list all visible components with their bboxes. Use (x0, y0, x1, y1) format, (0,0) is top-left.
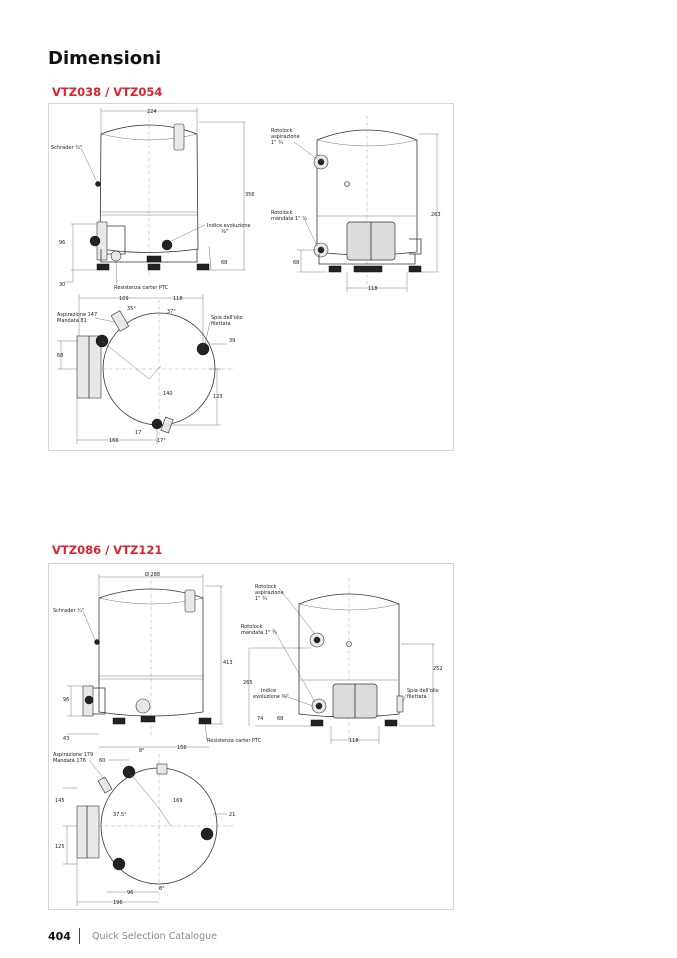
label-indice-evoluzione: Indice evoluzione (207, 223, 251, 229)
side-view-dimensions: Rotolock aspirazione 1" ¾ Rotolock manda… (271, 128, 441, 292)
label-mandata: Mandata 176 (53, 758, 86, 764)
dim-169: 169 (173, 798, 183, 804)
label-spia-olio-1: Spia dell'olio (211, 315, 243, 321)
label-indice-2: evoluzione ⅜" (253, 694, 289, 700)
dim-118-top: 118 (173, 296, 183, 302)
drawing-panel-vtz038-054: 224 356 96 68 30 Schrader ¼" Indice evol… (48, 103, 454, 451)
dim-8-deg-bottom: 8° (159, 886, 165, 892)
dim-96: 96 (63, 697, 69, 703)
label-spia-olio-2: filettata (407, 694, 427, 700)
dim-17: 17 (135, 430, 141, 436)
dim-96-top: 96 (127, 890, 133, 896)
dim-125: 125 (55, 844, 65, 850)
side-view-dimensions: Rotolock aspirazione 1" ¾ Rotolock manda… (241, 584, 443, 744)
label-rotolock-mandata-1: Rotolock (271, 210, 293, 216)
label-rotolock-aspirazione-2: aspirazione (255, 590, 284, 596)
side-view-compressor (298, 578, 404, 744)
label-aspirazione: Aspirazione 147 (57, 312, 97, 318)
top-view-dimensions: 109 118 35° 37° Aspirazione 147 Mandata … (57, 294, 243, 444)
label-rotolock-aspirazione-3: 1" ¾ (255, 596, 267, 602)
dim-35-deg: 35° (127, 306, 136, 312)
front-view-dimensions: 224 356 96 68 30 Schrader ¼" Indice evol… (51, 108, 255, 291)
side-view-compressor (313, 116, 422, 284)
label-rotolock-mandata-1: Rotolock (241, 624, 263, 630)
dim-224: 224 (147, 109, 157, 115)
section-title-vtz038-054: VTZ038 / VTZ054 (52, 85, 163, 99)
dim-413: 413 (223, 660, 233, 666)
section-title-vtz086-121: VTZ086 / VTZ121 (52, 543, 163, 557)
dim-68-side: 68 (293, 260, 299, 266)
dim-109: 109 (119, 296, 129, 302)
footer-divider (78, 928, 80, 944)
dim-118-side: 118 (349, 738, 359, 744)
front-view-dimensions: Ø 288 413 96 43 Schrader ¼" Resistenza c… (53, 571, 262, 744)
dim-39: 39 (229, 338, 235, 344)
technical-drawing-vtz038-054: 224 356 96 68 30 Schrader ¼" Indice evol… (51, 108, 441, 444)
top-view-compressor (76, 300, 235, 440)
dim-166: 166 (109, 438, 119, 444)
label-resistenza-carter: Resistenza carter PTC (114, 285, 169, 291)
front-view-compressor (82, 574, 212, 736)
dim-263: 263 (431, 212, 441, 218)
dim-17-deg: 17° (157, 438, 166, 444)
dim-156: 156 (177, 745, 187, 751)
label-resistenza-carter: Resistenza carter PTC (207, 738, 262, 744)
label-rotolock-aspirazione-2: aspirazione (271, 134, 300, 140)
drawing-panel-vtz086-121: Ø 288 413 96 43 Schrader ¼" Resistenza c… (48, 563, 454, 910)
label-spia-olio-2: filettata (211, 321, 231, 327)
label-indice-1: Indice (261, 688, 276, 694)
page-number: 404 (48, 929, 71, 943)
dim-123: 123 (213, 394, 223, 400)
label-rotolock-mandata-2: mandata 1" ¼ (271, 216, 307, 222)
dim-118-side: 118 (368, 286, 378, 292)
label-rotolock-aspirazione-1: Rotolock (255, 584, 277, 590)
label-mandata: Mandata 81 (57, 318, 87, 324)
label-indice-size: ⅜" (221, 229, 228, 235)
dim-145: 145 (55, 798, 65, 804)
top-view-dimensions: Aspirazione 179 Mandata 176 156 60 8° 14… (53, 745, 235, 906)
front-view-compressor (89, 112, 210, 276)
dim-288-diameter: Ø 288 (145, 571, 160, 578)
label-rotolock-aspirazione-1: Rotolock (271, 128, 293, 134)
label-schrader: Schrader ¼" (51, 145, 82, 151)
top-view-compressor (76, 754, 233, 900)
technical-drawing-vtz086-121: Ø 288 413 96 43 Schrader ¼" Resistenza c… (53, 571, 443, 906)
dim-196: 196 (113, 900, 123, 906)
label-spia-olio-1: Spia dell'olio (407, 688, 439, 694)
dim-37-deg: 37° (167, 309, 176, 315)
dim-8-deg-top: 8° (139, 748, 145, 754)
dim-30: 30 (59, 282, 65, 288)
dim-37-5-deg: 37.5° (113, 812, 127, 818)
footer-title: Quick Selection Catalogue (91, 930, 217, 942)
dim-68-front: 68 (221, 260, 227, 266)
page-title: Dimensioni (48, 48, 162, 69)
dim-140: 140 (163, 391, 173, 397)
dim-265: 265 (243, 680, 253, 686)
dim-356: 356 (245, 192, 255, 198)
page-footer: 404 Quick Selection Catalogue (48, 928, 217, 944)
label-schrader: Schrader ¼" (53, 608, 84, 614)
dim-43: 43 (63, 736, 69, 742)
dim-60: 60 (99, 758, 105, 764)
dim-96: 96 (59, 240, 65, 246)
label-rotolock-mandata-2: mandata 1" ¼ (241, 630, 277, 636)
dim-68: 68 (277, 716, 283, 722)
dim-74: 74 (257, 716, 263, 722)
dim-21: 21 (229, 812, 235, 818)
dim-68-top: 68 (57, 353, 63, 359)
dim-252: 252 (433, 666, 443, 672)
label-aspirazione: Aspirazione 179 (53, 752, 93, 758)
label-rotolock-aspirazione-3: 1" ¾ (271, 140, 283, 146)
